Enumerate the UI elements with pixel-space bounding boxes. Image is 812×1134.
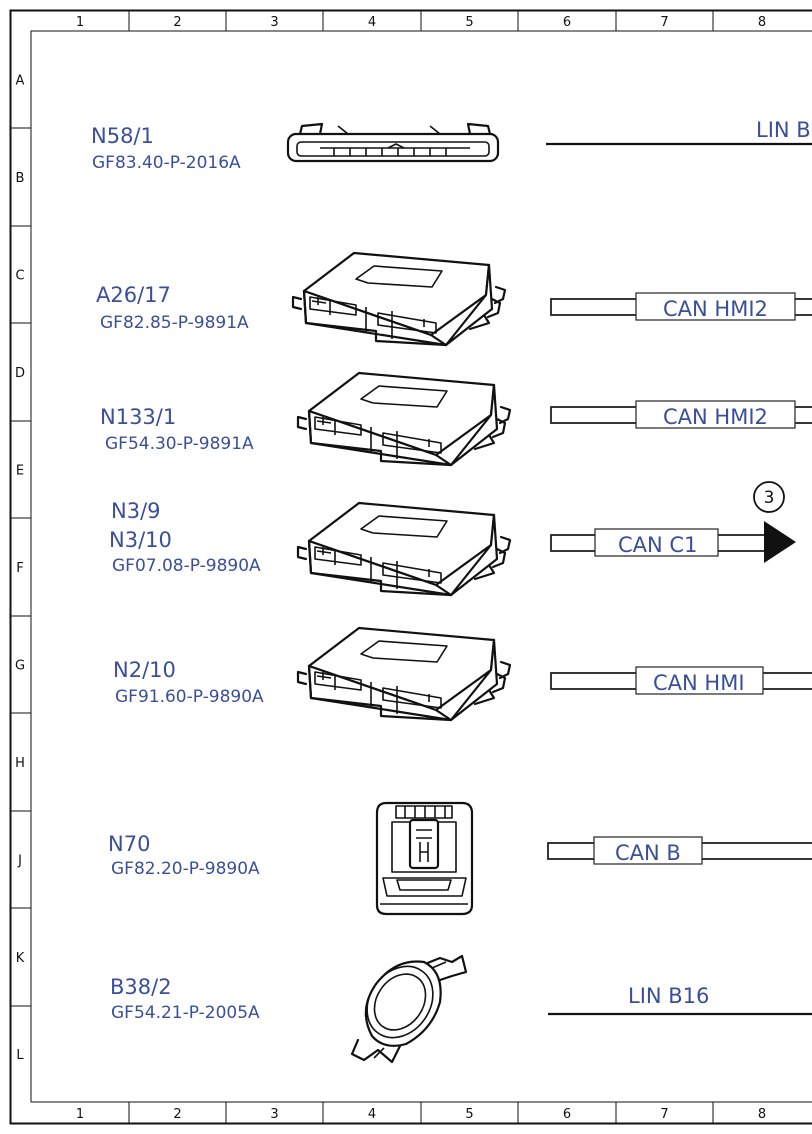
component-ref: GF54.30-P-9891A (105, 434, 254, 454)
row-label: C (15, 269, 24, 284)
column-label-top: 8 (758, 15, 766, 30)
component-n70: N70 GF82.20-P-9890A CAN B (108, 801, 812, 916)
can-hmi2-wire: CAN HMI2 (550, 292, 812, 321)
component-n3-9-n3-10: N3/9 N3/10 GF07.08-P-9890A CAN C1 3 (109, 481, 796, 597)
rain-light-sensor-icon (350, 954, 468, 1064)
bus-label: CAN HMI2 (663, 297, 768, 321)
row-label: H (15, 756, 25, 771)
can-hmi-wire: CAN HMI (550, 666, 812, 695)
row-label: L (16, 1048, 24, 1063)
column-label-bottom: 3 (270, 1107, 278, 1122)
column-label-top: 3 (270, 15, 278, 30)
arrow-right-icon (764, 521, 796, 563)
outer-frame (9, 9, 812, 1125)
column-label-bottom: 1 (76, 1107, 84, 1122)
grid-ticks (11, 11, 714, 1123)
component-b38-2: B38/2 GF54.21-P-2005A LIN B16 (110, 954, 812, 1064)
column-label-top: 6 (563, 15, 571, 30)
component-ref: GF82.20-P-9890A (111, 859, 260, 879)
row-label: J (17, 854, 22, 869)
row-label: K (16, 951, 25, 966)
can-c1-wire: CAN C1 3 (550, 481, 796, 563)
component-n2-10: N2/10 GF91.60-P-9890A CAN HMI (113, 626, 812, 722)
component-ref: GF54.21-P-2005A (111, 1003, 260, 1023)
row-label: D (15, 366, 25, 381)
column-label-top: 7 (660, 15, 668, 30)
row-label: G (15, 659, 25, 674)
component-code: N3/9 (111, 499, 161, 523)
component-ref: GF83.40-P-2016A (92, 153, 241, 173)
component-code-2: N3/10 (109, 528, 172, 552)
row-label: A (16, 74, 25, 89)
component-code: N70 (108, 832, 150, 856)
lin-b16-wire: LIN B16 (548, 984, 812, 1016)
component-n58-1: N58/1 GF83.40-P-2016A LIN B (91, 118, 812, 173)
component-code: N2/10 (113, 658, 176, 682)
component-ref: GF91.60-P-9890A (115, 687, 264, 707)
can-hmi2-wire: CAN HMI2 (550, 400, 812, 429)
control-unit-icon (296, 371, 512, 467)
component-ref: GF82.85-P-9891A (100, 313, 249, 333)
column-label-top: 5 (465, 15, 473, 30)
column-label-bottom: 4 (368, 1107, 376, 1122)
can-b-wire: CAN B (547, 836, 812, 865)
control-unit-icon (291, 251, 507, 347)
component-code: B38/2 (110, 975, 172, 999)
column-label-top: 1 (76, 15, 84, 30)
marker-circle (753, 481, 785, 513)
column-label-top: 4 (368, 15, 376, 30)
column-label-top: 2 (173, 15, 181, 30)
column-label-bottom: 5 (465, 1107, 473, 1122)
switch-panel-icon (286, 122, 500, 163)
marker-number: 3 (764, 488, 775, 508)
bus-label: CAN HMI2 (663, 405, 768, 429)
component-a26-17: A26/17 GF82.85-P-9891A CAN HMI2 (96, 251, 812, 347)
component-code: N133/1 (100, 405, 176, 429)
row-label: B (16, 171, 25, 186)
column-label-bottom: 7 (660, 1107, 668, 1122)
bus-label: CAN C1 (618, 533, 697, 557)
overhead-control-panel-icon (375, 801, 474, 916)
bus-label: LIN B (756, 118, 811, 142)
control-unit-icon (296, 626, 512, 722)
row-label: E (16, 464, 24, 479)
component-n133-1: N133/1 GF54.30-P-9891A CAN HMI2 (100, 371, 812, 467)
bus-label: CAN B (615, 841, 681, 865)
column-label-bottom: 6 (563, 1107, 571, 1122)
component-code: N58/1 (91, 124, 154, 148)
bus-label: LIN B16 (628, 984, 709, 1008)
component-ref: GF07.08-P-9890A (112, 556, 261, 576)
bus-label: CAN HMI (653, 671, 745, 695)
component-code: A26/17 (96, 283, 171, 307)
row-label: F (16, 561, 23, 576)
control-unit-icon (296, 501, 512, 597)
column-label-bottom: 2 (173, 1107, 181, 1122)
column-label-bottom: 8 (758, 1107, 766, 1122)
lin-b-wire: LIN B (546, 118, 812, 146)
inner-frame (30, 30, 812, 1103)
